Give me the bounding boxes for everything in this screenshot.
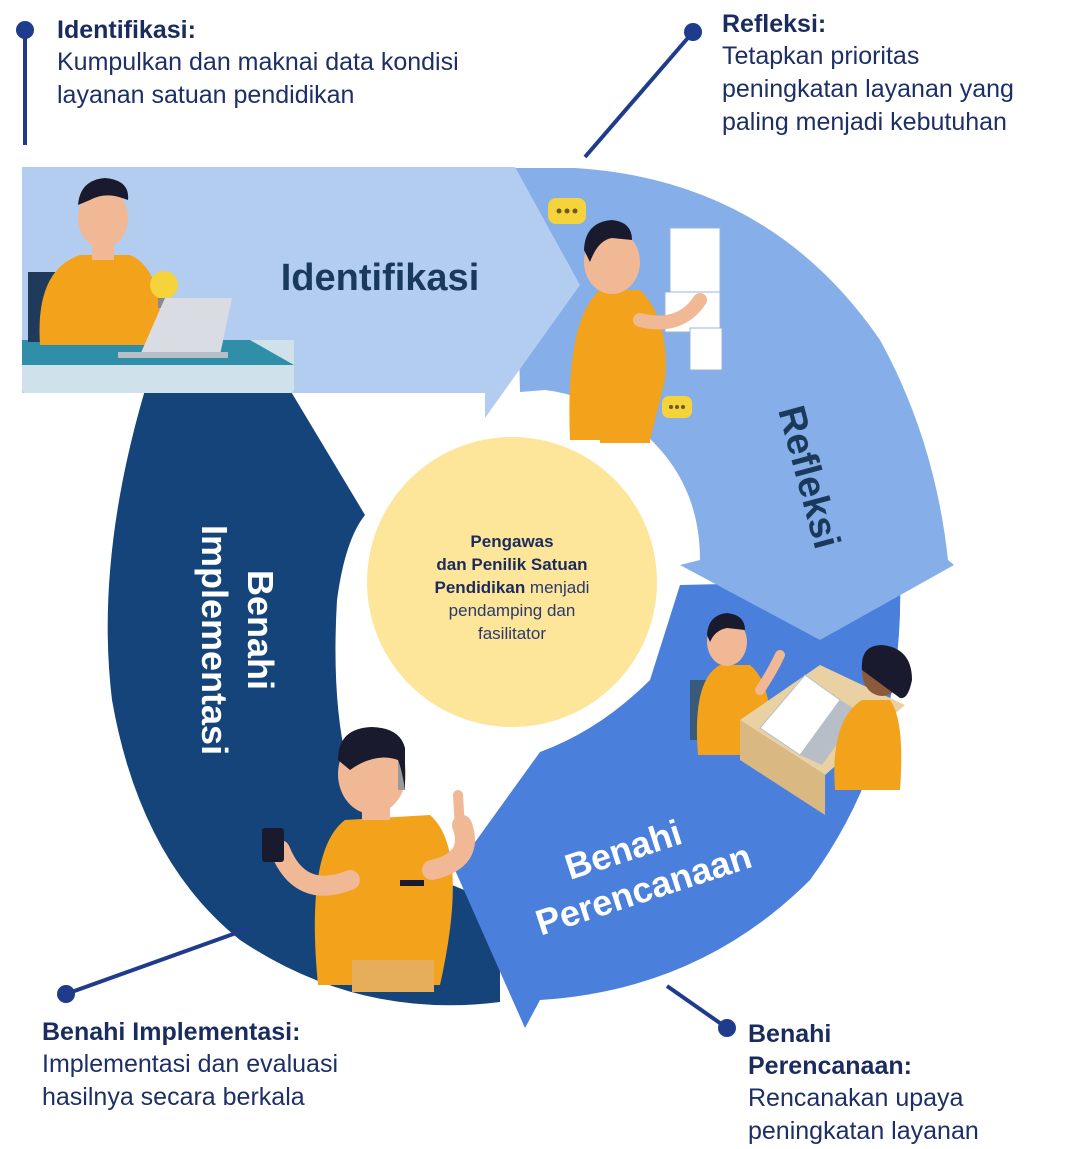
center-caption-line4: pendamping dan [448,601,576,620]
callout-implementasi-title: Benahi Implementasi: [42,1018,301,1046]
callout-identifikasi-desc-2: layanan satuan pendidikan [57,81,355,109]
center-caption-bold-2: dan Penilik Satuan [436,555,588,574]
callout-refleksi-desc-3: paling menjadi kebutuhan [722,108,1007,136]
center-caption-line3-rest: menjadi [525,578,590,597]
callout-perencanaan-desc-2: peningkatan layanan [748,1117,979,1145]
callout-identifikasi-desc-1: Kumpulkan dan maknai data kondisi [57,48,459,76]
callout-perencanaan-title-2: Perencanaan: [748,1052,912,1080]
center-caption-bold-3: Pendidikan [434,578,526,597]
callout-implementasi: Benahi Implementasi: Implementasi dan ev… [42,1016,422,1114]
person-reading-documents-icon [548,198,723,443]
center-caption-line5: fasilitator [477,624,547,643]
callout-refleksi-desc-1: Tetapkan prioritas [722,42,920,70]
callout-identifikasi: Identifikasi: Kumpulkan dan maknai data … [57,14,557,112]
callout-perencanaan-title-1: Benahi [748,1020,832,1048]
callout-connectors [16,21,736,1037]
center-caption-bold-1: Pengawas [470,532,554,551]
person-with-phone-icon [262,727,475,992]
segment-implementasi [107,390,500,1006]
callout-refleksi-title: Refleksi: [722,10,827,38]
callout-refleksi-desc-2: peningkatan layanan yang [722,75,1014,103]
center-caption: Pengawas dan Penilik Satuan Pendidikan m… [392,530,632,645]
callout-refleksi: Refleksi: Tetapkan prioritas peningkatan… [722,8,1065,139]
stage-label-implementasi-line1: Benahi [240,570,281,690]
callout-perencanaan-desc-1: Rencanakan upaya [748,1084,964,1112]
stage-label-implementasi-line2: Implementasi [194,525,235,755]
person-with-laptop-icon [22,178,294,393]
stage-label-identifikasi: Identifikasi [281,257,480,299]
two-people-at-table-icon [690,613,912,815]
callout-implementasi-desc-2: hasilnya secara berkala [42,1083,305,1111]
stage-label-implementasi: Benahi Implementasi [194,525,281,755]
center-circle [367,437,657,727]
callout-perencanaan: Benahi Perencanaan: Rencanakan upaya pen… [748,1018,1048,1148]
callout-implementasi-desc-1: Implementasi dan evaluasi [42,1050,338,1078]
callout-identifikasi-title: Identifikasi: [57,16,196,44]
